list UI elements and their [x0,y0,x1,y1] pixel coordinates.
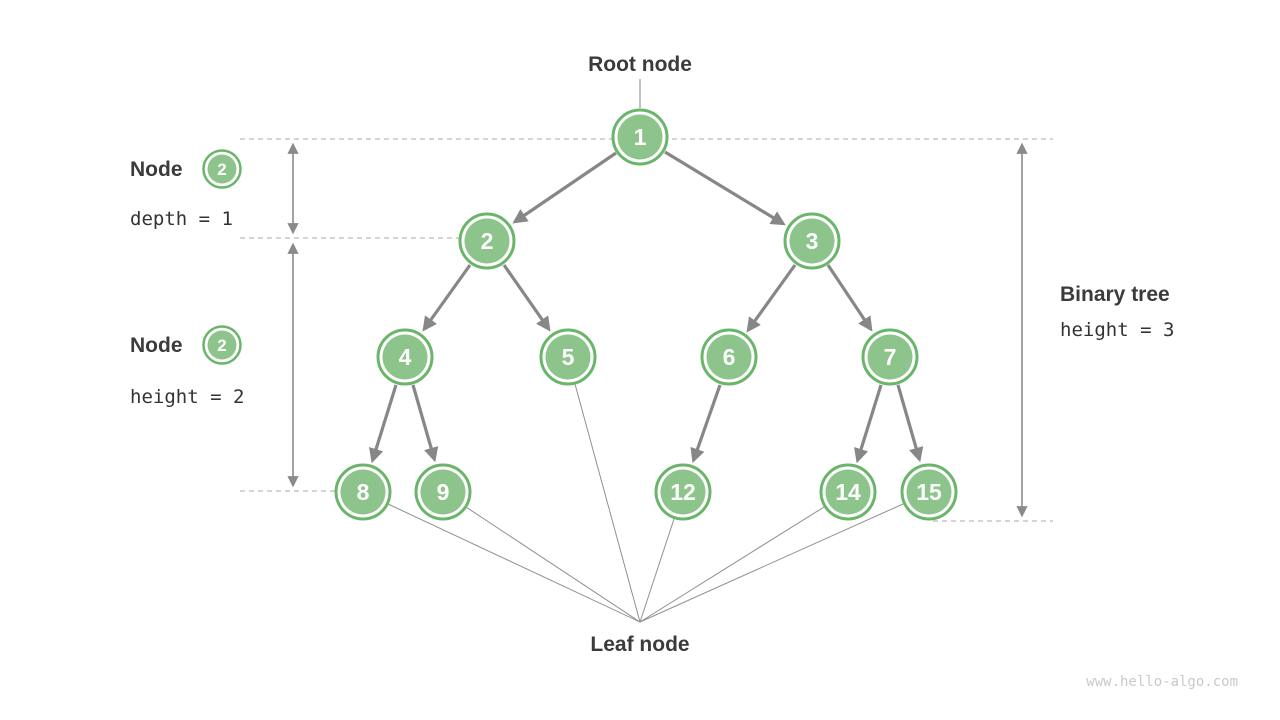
badge-value: 2 [217,160,226,179]
edge-2-5 [502,264,551,332]
edge-2-4 [422,264,472,332]
node-badge: 2 [202,325,242,365]
tree-node-14: 14 [819,463,877,521]
badge-value: 2 [217,336,226,355]
leaf-pointer-line-9 [465,506,641,623]
tree-node-12: 12 [654,463,712,521]
tree-node-5: 5 [539,328,597,386]
edge-3-7 [826,264,873,332]
tree-nodes: 1 2 3 4 5 6 7 8 [334,108,958,521]
edge-4-8 [369,384,398,464]
annotation-node-height: Node 2 height = 2 [130,325,244,408]
edge-1-2 [512,151,617,224]
binary-tree-label: Binary tree [1060,283,1170,306]
node-value: 8 [357,479,370,505]
tree-height-metric: height = 3 [1060,319,1174,341]
root-node-label: Root node [588,53,692,76]
edge-7-15 [896,384,924,463]
tree-node-2: 2 [458,212,516,270]
node-value: 7 [884,344,897,370]
node-value: 2 [481,228,494,254]
annotation-tree-height: Binary tree height = 3 [1060,283,1174,341]
node-value: 5 [562,344,575,370]
node-value: 15 [916,479,942,505]
depth-metric: depth = 1 [130,208,233,230]
node-value: 3 [806,228,819,254]
measurement-arrows [287,142,1028,518]
watermark: www.hello-algo.com [1086,674,1238,690]
leaf-pointer-line-14 [639,506,825,623]
leaf-pointer-line-12 [639,518,675,623]
edge-1-3 [664,150,786,226]
node-label: Node [130,158,183,181]
tree-node-6: 6 [700,328,758,386]
edge-6-12 [690,384,722,464]
node-label: Node [130,334,183,357]
node-value: 9 [437,479,450,505]
edge-4-9 [411,384,439,463]
node-value: 14 [835,479,861,505]
edge-7-14 [854,384,883,464]
node-height-metric: height = 2 [130,386,244,408]
leaf-pointer-line-15 [639,503,904,623]
node-badge: 2 [202,149,242,189]
leaf-pointer-lines [387,383,904,623]
tree-node-7: 7 [861,328,919,386]
tree-node-3: 3 [783,212,841,270]
tree-node-9: 9 [414,463,472,521]
node-value: 1 [634,124,647,150]
edge-3-6 [746,264,797,333]
annotation-depth: Node 2 depth = 1 [130,149,242,230]
leaf-node-label: Leaf node [590,633,689,656]
node-value: 6 [723,344,736,370]
tree-node-15: 15 [900,463,958,521]
tree-node-4: 4 [376,328,434,386]
leaf-pointer-line-5 [574,383,641,623]
node-value: 12 [670,479,696,505]
leaf-pointer-line-8 [387,503,641,623]
tree-node-1: 1 [611,108,669,166]
tree-node-8: 8 [334,463,392,521]
tree-edges [369,150,924,464]
node-value: 4 [399,344,412,370]
